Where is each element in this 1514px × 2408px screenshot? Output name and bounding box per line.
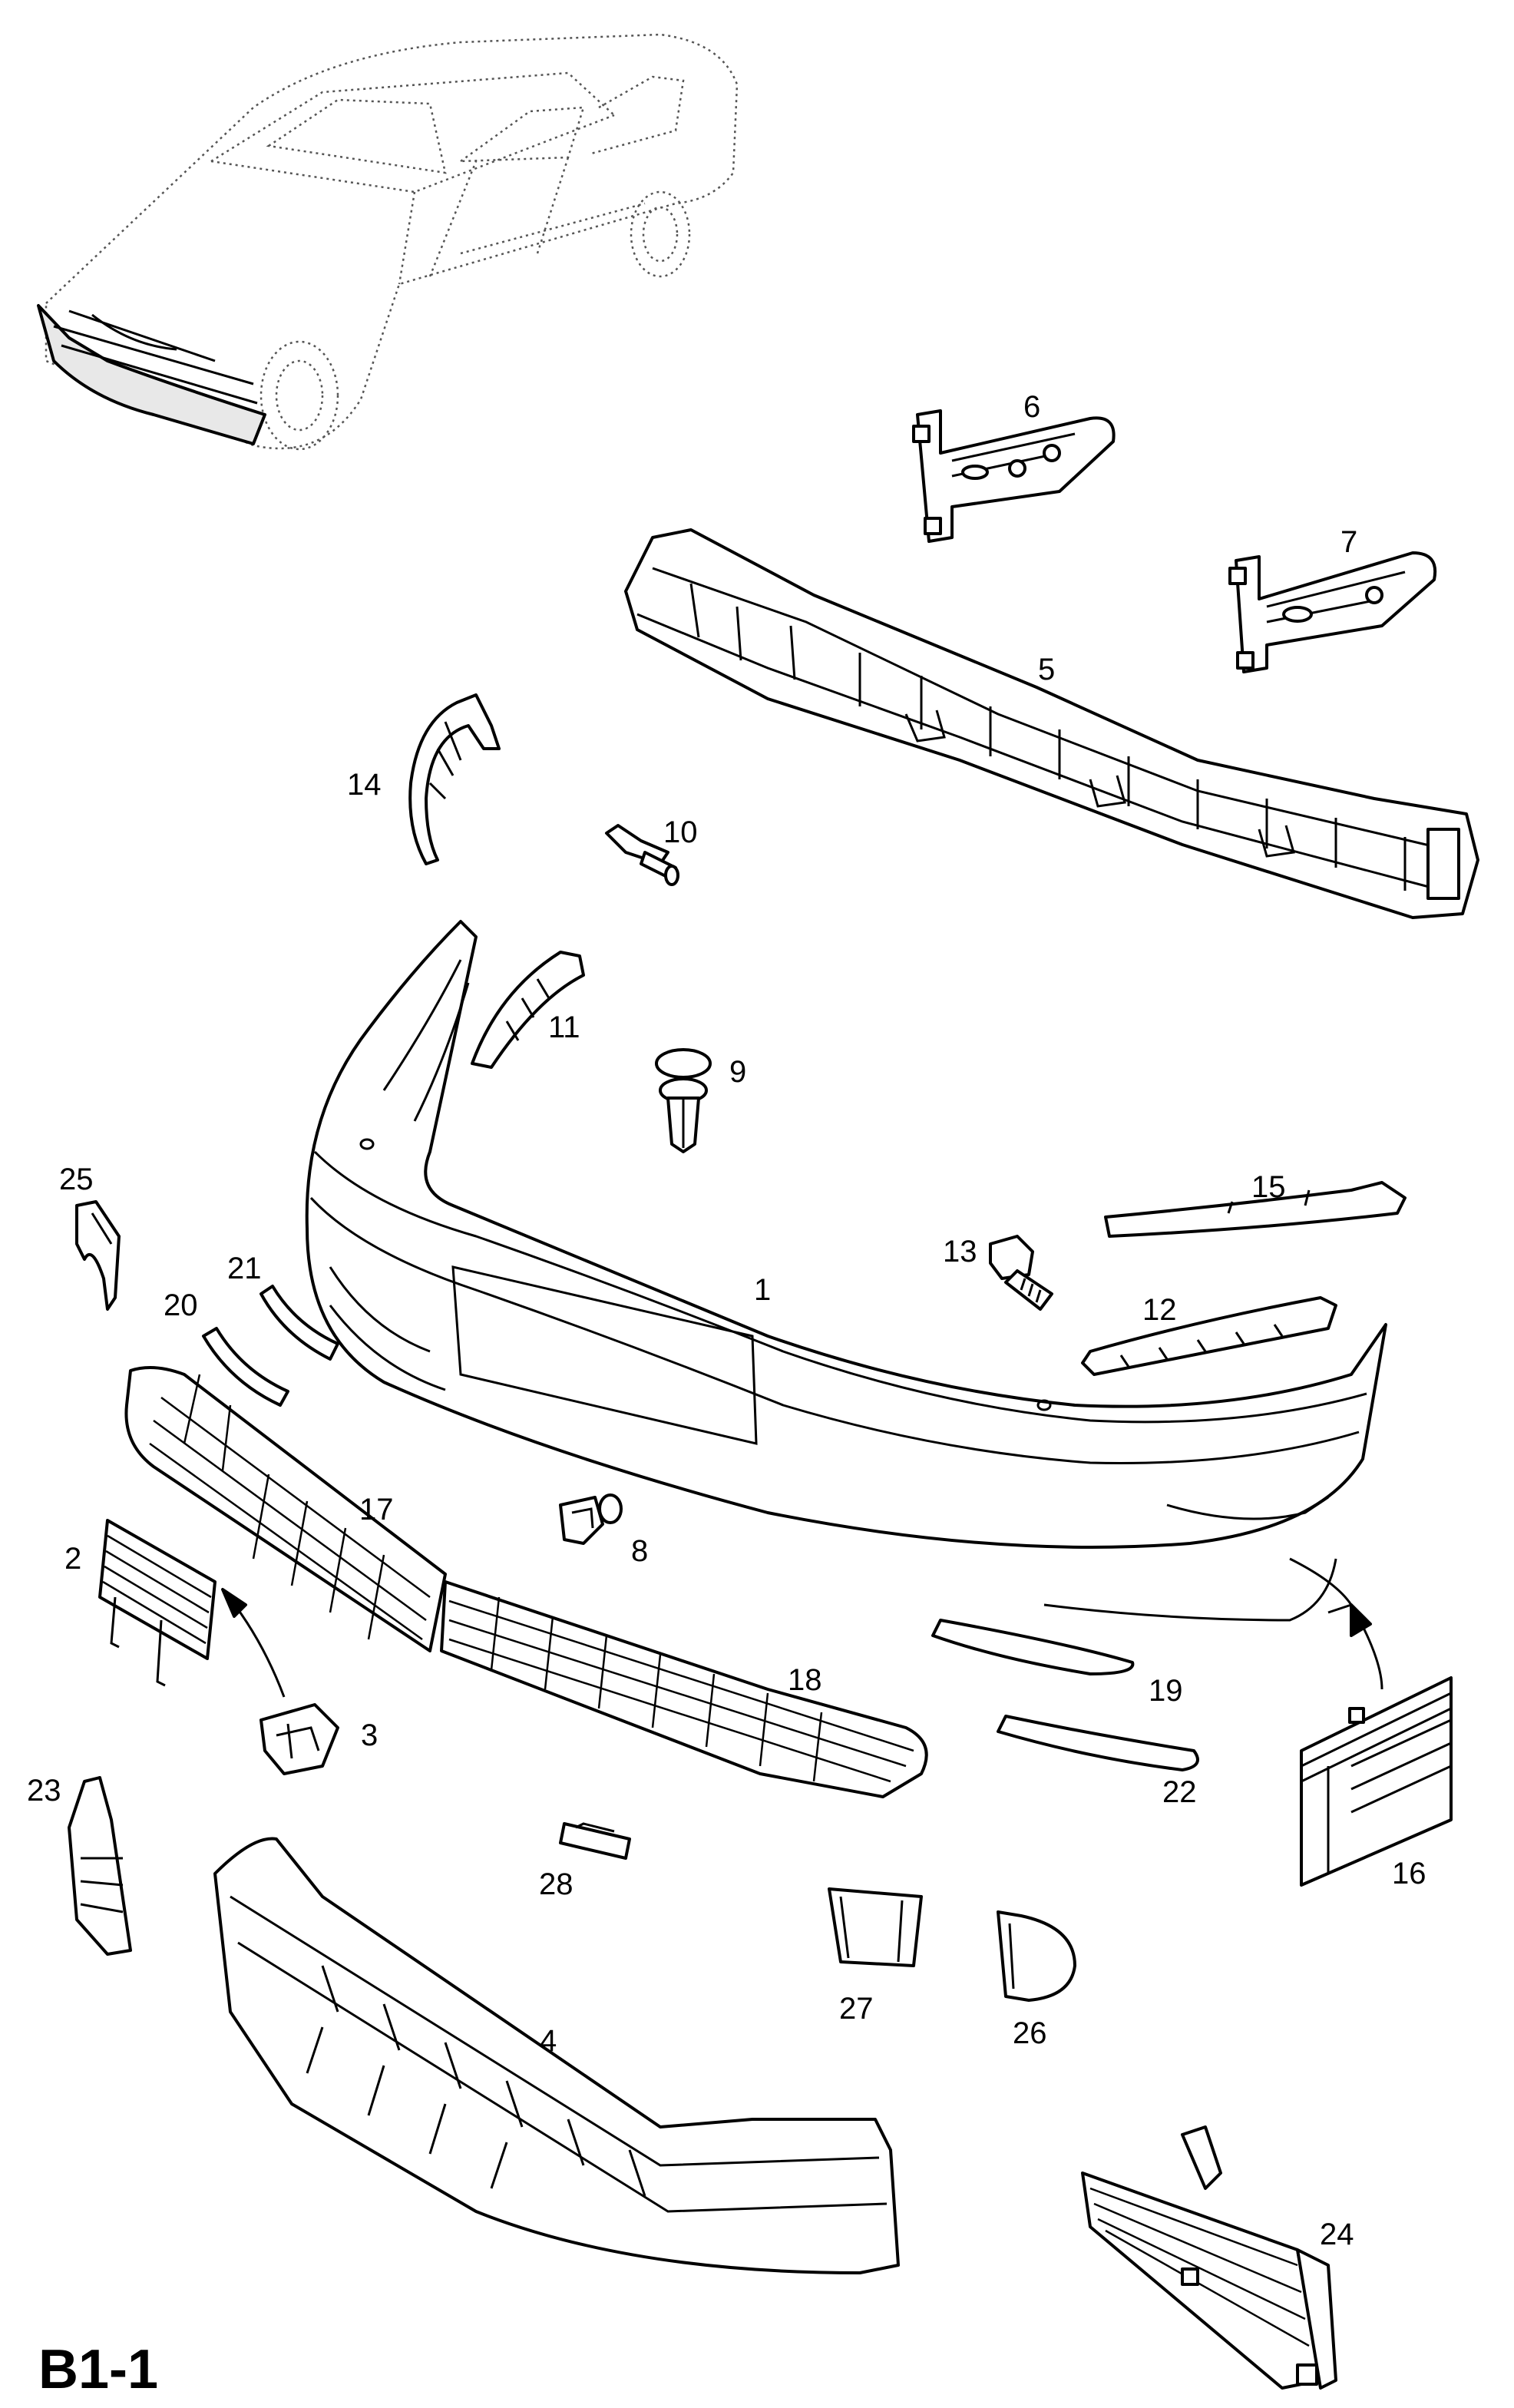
callout-19: 19 xyxy=(1149,1674,1183,1708)
part-10-push-rivet-icon xyxy=(605,824,679,886)
part-9-push-rivet-icon xyxy=(655,1048,712,1153)
callout-8: 8 xyxy=(631,1534,648,1568)
part-5-impact-absorber-icon xyxy=(624,528,1479,919)
callout-28: 28 xyxy=(539,1867,574,1901)
part-21-trim-strip-icon xyxy=(259,1285,339,1361)
part-7-bracket-icon xyxy=(1228,551,1437,673)
part-1-bumper-cover-icon xyxy=(305,920,1387,1614)
part-19-trim-strip-icon xyxy=(931,1619,1135,1675)
part-25-deflector-icon xyxy=(75,1200,121,1311)
callout-14: 14 xyxy=(347,768,382,802)
part-3-clip-icon xyxy=(259,1703,339,1775)
part-26-cover-icon xyxy=(997,1910,1076,2002)
part-22-trim-strip-icon xyxy=(997,1715,1199,1771)
callout-24: 24 xyxy=(1320,2218,1354,2251)
part-27-cover-icon xyxy=(828,1887,923,1967)
callout-11: 11 xyxy=(548,1011,580,1044)
callout-6: 6 xyxy=(1023,390,1040,424)
callout-15: 15 xyxy=(1251,1170,1286,1204)
callout-23: 23 xyxy=(27,1774,61,1808)
callout-16: 16 xyxy=(1392,1857,1426,1890)
part-24-fog-lamp-grille-icon xyxy=(1081,2125,1337,2390)
callout-25: 25 xyxy=(59,1163,94,1196)
arrow-icon xyxy=(1350,1603,1383,1690)
part-4-lower-spoiler-icon xyxy=(213,1837,900,2274)
part-17-grille-icon xyxy=(124,1366,447,1652)
part-23-deflector-icon xyxy=(68,1776,132,1956)
part-6-bracket-icon xyxy=(912,409,1116,543)
page-title: B1-1 xyxy=(38,2339,158,2400)
lower-lip-icon xyxy=(1043,1558,1337,1622)
part-11-guide-icon xyxy=(471,951,585,1069)
part-12-guide-icon xyxy=(1081,1296,1337,1376)
callout-27: 27 xyxy=(839,1992,874,2026)
callout-3: 3 xyxy=(361,1718,378,1752)
part-18-grille-icon xyxy=(440,1580,928,1798)
callout-5: 5 xyxy=(1038,653,1055,686)
part-20-trim-strip-icon xyxy=(202,1327,289,1407)
callout-4: 4 xyxy=(540,2024,557,2058)
part-8-clip-icon xyxy=(559,1493,623,1545)
callout-26: 26 xyxy=(1013,2016,1047,2050)
callout-10: 10 xyxy=(663,815,698,849)
part-15-trim-strip-icon xyxy=(1104,1181,1407,1238)
callout-7: 7 xyxy=(1340,525,1357,559)
part-2-small-grille-icon xyxy=(98,1519,217,1687)
arrow-icon xyxy=(221,1588,286,1698)
callout-1: 1 xyxy=(754,1273,771,1307)
part-28-clip-icon xyxy=(559,1822,631,1860)
callout-2: 2 xyxy=(64,1542,81,1576)
callout-18: 18 xyxy=(788,1663,822,1697)
callout-12: 12 xyxy=(1142,1293,1177,1327)
part-14-guide-icon xyxy=(408,693,501,865)
callout-22: 22 xyxy=(1162,1775,1197,1809)
callout-labels: 1 2 3 4 5 6 7 8 9 10 11 12 13 14 15 16 1… xyxy=(27,390,1426,2251)
callout-9: 9 xyxy=(729,1055,746,1089)
callout-17: 17 xyxy=(359,1493,394,1526)
part-16-seal-strip-icon xyxy=(1300,1676,1453,1887)
callout-13: 13 xyxy=(943,1235,977,1268)
callout-20: 20 xyxy=(164,1288,198,1322)
part-13-bolt-icon xyxy=(989,1235,1053,1311)
callout-21: 21 xyxy=(227,1252,262,1285)
car-overview-icon xyxy=(37,33,739,451)
